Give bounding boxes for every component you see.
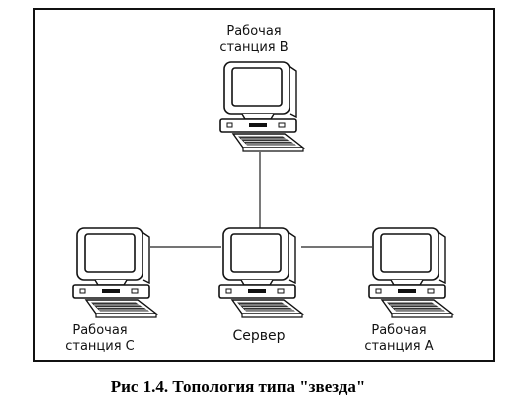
workstation-a-label-line2: станция А (364, 339, 433, 354)
server-label: Сервер (232, 328, 285, 344)
workstation-b-label-line2: станция В (219, 40, 288, 55)
workstation-c-label-line1: Рабочая (72, 323, 127, 338)
workstation-c-label-line2: станция С (65, 339, 135, 354)
workstation-a-label-line1: Рабочая (371, 323, 426, 338)
workstation-b-label-line1: Рабочая (226, 24, 281, 39)
figure-caption: Рис 1.4. Топология типа "звезда" (111, 377, 366, 396)
